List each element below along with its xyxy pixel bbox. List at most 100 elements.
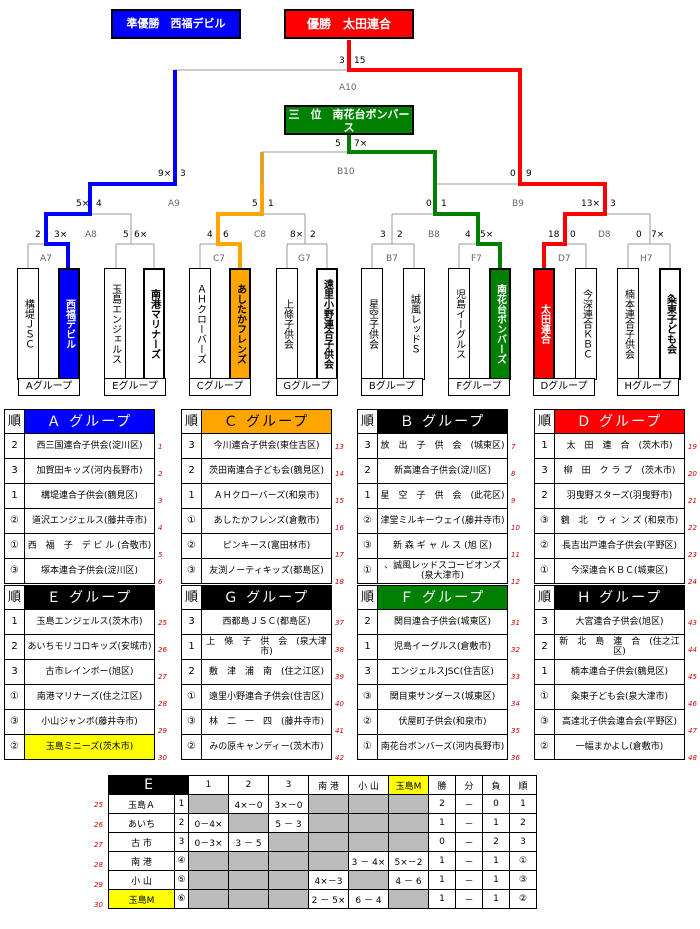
group-label: Bグループ (361, 378, 423, 396)
entry-number: 26 (94, 821, 103, 829)
team-name-cell: 一幅まかよし(倉敷市) (554, 734, 685, 760)
result-cell: － (455, 813, 483, 833)
team-box[interactable]: 誠風レッドＳ (403, 268, 425, 380)
group-title: Ｆ グループ (377, 585, 508, 610)
rank-header: 順 (181, 409, 202, 434)
score: 3 (180, 169, 186, 179)
score: 2 (35, 230, 41, 240)
team-box[interactable]: 星空子供会 (361, 268, 383, 380)
entry-number: 39 (335, 673, 344, 681)
team-box-highlight[interactable]: 太田連合 (533, 268, 555, 380)
score: 6 (223, 230, 229, 240)
result-cell (308, 813, 349, 833)
team-box[interactable]: 遠里小野連合子供会 (316, 268, 338, 380)
score: 7× (651, 230, 665, 240)
entry-number: 19 (688, 443, 697, 451)
team-box-highlight[interactable]: 西福デビル (58, 268, 80, 380)
col-header: 1 (188, 775, 229, 795)
rank-cell: ① (181, 508, 202, 534)
entry-number: 17 (335, 551, 344, 559)
team-box[interactable]: 構堤ＪＳＣ (17, 268, 39, 380)
result-cell: － (455, 870, 483, 890)
score: 9 (526, 169, 532, 179)
match-label: A8 (85, 230, 97, 240)
score: 13× (581, 199, 600, 209)
score: 5× (76, 199, 90, 209)
entry-number: 10 (511, 524, 520, 532)
rank-cell: 3 (357, 659, 378, 685)
result-cell (268, 889, 309, 909)
entry-number: 29 (94, 881, 103, 889)
match-label: F7 (471, 254, 482, 264)
team-name-cell: 塚本連合子供会(淀川区) (24, 558, 155, 584)
entry-number: 16 (335, 524, 344, 532)
entry-number: 43 (688, 619, 697, 627)
rank-cell: ① (4, 684, 25, 710)
entry-number: 22 (688, 524, 697, 532)
team-box[interactable]: 上條子供会 (276, 268, 298, 380)
team-box[interactable]: 粂東子ども会 (659, 268, 681, 380)
team-box[interactable]: 楠本連合子供会 (617, 268, 639, 380)
rank-cell: 2 (181, 659, 202, 685)
score: 5× (480, 230, 494, 240)
team-name-cell: 小山ジャンボ(藤井寺市) (24, 709, 155, 735)
team-box-highlight[interactable]: 南花台ボンバーズ (489, 268, 511, 380)
entry-number: 26 (158, 646, 167, 654)
rank-cell: 1 (4, 483, 25, 509)
group-title: Ｅ グループ (24, 585, 155, 610)
entry-number: 40 (335, 700, 344, 708)
result-cell: 0－4× (188, 813, 229, 833)
score: 15 (354, 56, 366, 66)
team-box[interactable]: 児島イーグルス (448, 268, 470, 380)
group-title: Ｈ グループ (554, 585, 685, 610)
team-name-cell: あいち (108, 813, 175, 833)
rank-cell: ① (4, 533, 25, 559)
team-name-cell: 児島イーグルス(倉敷市) (377, 634, 508, 660)
entry-number: 14 (335, 470, 344, 478)
team-name-cell: 古 市 (108, 832, 175, 852)
rank-cell: ③ (181, 709, 202, 735)
rank-cell: ② (357, 709, 378, 735)
rank-header: 順 (181, 585, 202, 610)
match-label: B10 (337, 167, 355, 177)
result-cell (388, 794, 429, 814)
team-name-cell: 南花台ボンバーズ(河内長野市) (377, 734, 508, 760)
score: 18 (548, 230, 560, 240)
result-cell: 5 － 3 (268, 813, 309, 833)
col-header: 分 (455, 775, 483, 795)
team-box[interactable]: 今深連合ＫＢＣ (575, 268, 597, 380)
team-box[interactable]: 南港マリナーズ (143, 268, 165, 380)
team-name-cell: 上 條 子 供 会 (泉大津市) (201, 634, 332, 660)
team-name-cell: ピンキース(富田林市) (201, 533, 332, 559)
match-label: D7 (558, 254, 571, 264)
entry-number: 25 (94, 801, 103, 809)
result-cell: 3 － 5 (228, 832, 269, 852)
result-cell: 2 (482, 832, 510, 852)
team-name-cell: 新 北 島 連 合 (住之江区) (554, 634, 685, 660)
team-name-cell: 鶴 北 ウ ィ ン ズ (和泉市) (554, 508, 685, 534)
group-label: Aグループ (18, 378, 80, 396)
team-box[interactable]: ＡＨクローバーズ (189, 268, 211, 380)
result-cell: 3×－0 (268, 794, 309, 814)
entry-number: 7 (511, 443, 516, 451)
champion-box: 優勝 太田連合 (284, 9, 414, 39)
team-box[interactable]: 玉島エンジェルス (104, 268, 126, 380)
rank-cell: ② (4, 734, 25, 760)
team-name-cell: 津堂ミルキーウェイ(藤井寺市) (377, 508, 508, 534)
team-box-highlight[interactable]: あしたかフレンズ (229, 268, 251, 380)
